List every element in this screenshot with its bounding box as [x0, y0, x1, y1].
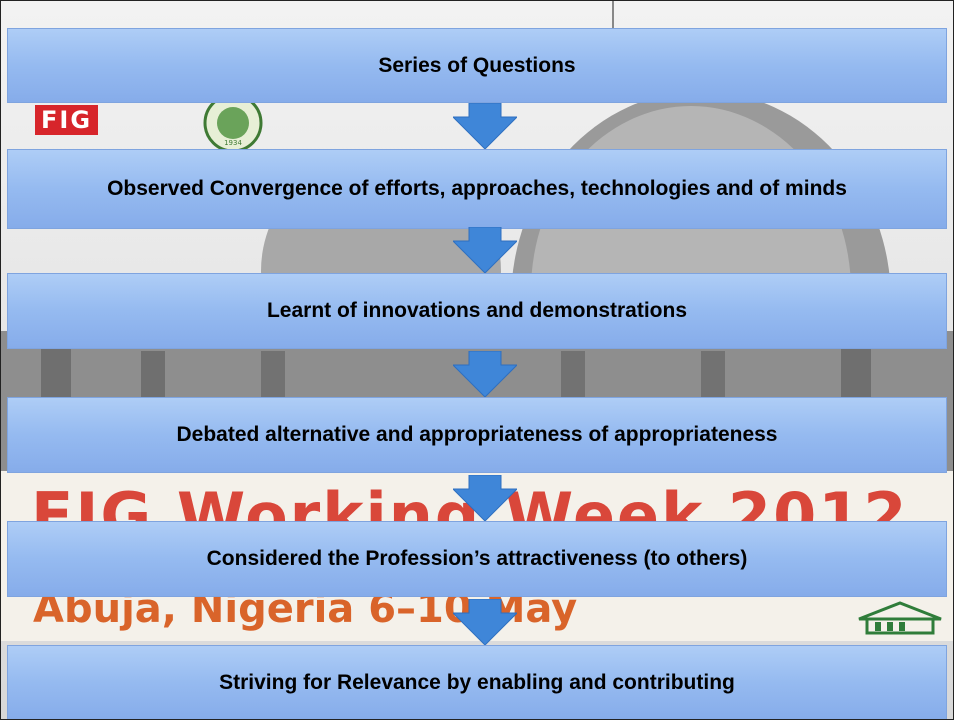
seal-logo-icon: 1934 [203, 93, 263, 153]
down-arrow-icon [453, 103, 517, 149]
step-box-striving-for-relevance: Striving for Relevance by enabling and c… [7, 645, 947, 719]
down-arrow-icon [453, 351, 517, 397]
house-logo-icon [858, 601, 942, 635]
seal-year: 1934 [224, 139, 242, 147]
step-box-considered-profession: Considered the Profession’s attractivene… [7, 521, 947, 597]
down-arrow-icon [453, 475, 517, 521]
fig-logo: FIG [35, 105, 99, 135]
step-box-observed-convergence: Observed Convergence of efforts, approac… [7, 149, 947, 229]
step-box-learnt-innovations: Learnt of innovations and demonstrations [7, 273, 947, 349]
step-box-debated-alternative: Debated alternative and appropriateness … [7, 397, 947, 473]
down-arrow-icon [453, 227, 517, 273]
step-box-series-of-questions: Series of Questions [7, 28, 947, 103]
down-arrow-icon [453, 599, 517, 645]
